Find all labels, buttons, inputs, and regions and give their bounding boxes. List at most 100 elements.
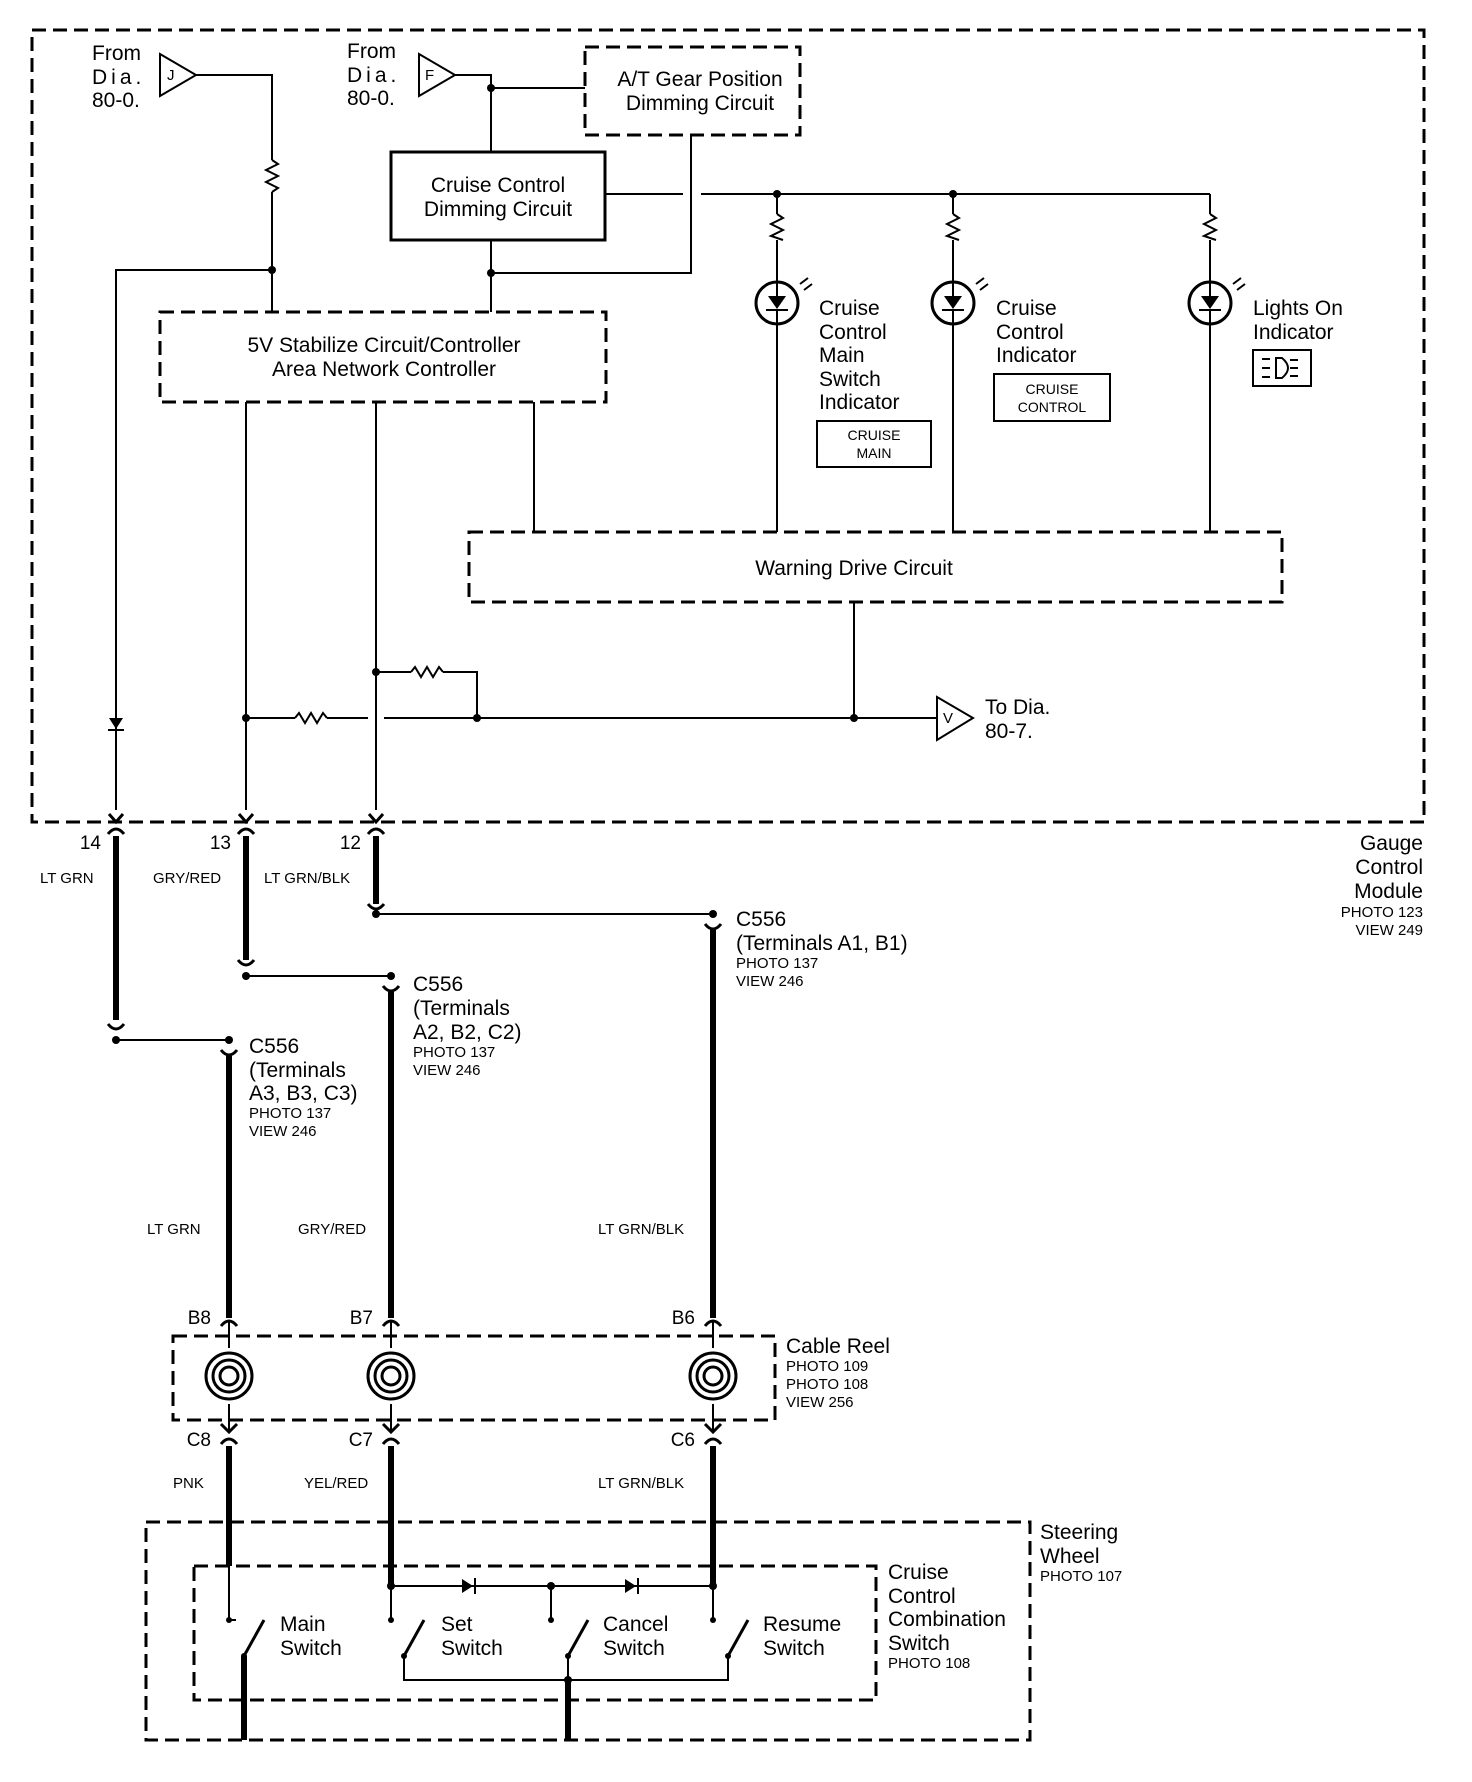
c556-a2-view: VIEW 246 (413, 1062, 481, 1079)
c556-a2-l2: (Terminals (413, 997, 510, 1020)
reel-top-b7: B7 (350, 1308, 373, 1329)
from-j-label-3: 80-0. (92, 89, 140, 112)
c556-a2-photo: PHOTO 137 (413, 1044, 495, 1061)
from-f-label-1: From (347, 40, 396, 63)
resistor-j-icon (263, 159, 281, 193)
main-ind-l3: Main (819, 344, 865, 367)
resume-switch-l2: Switch (763, 1637, 825, 1660)
main-switch-blade-icon (242, 1619, 266, 1657)
from-f-triangle-icon (418, 52, 457, 98)
cruise-ind-l2: Control (996, 321, 1064, 344)
warning-drive-label: Warning Drive Circuit (755, 557, 953, 580)
cancel-switch: Cancel Switch (548, 1613, 668, 1740)
pin-14-color: LT GRN (40, 870, 94, 887)
to-v-label-1: To Dia. (985, 696, 1050, 719)
c556-a1-l2: (Terminals A1, B1) (736, 932, 908, 955)
pin-12-num: 12 (340, 833, 361, 854)
c556-a2-l3: A2, B2, C2) (413, 1021, 522, 1044)
from-f-label-2: Dia. (347, 64, 400, 87)
c556-a1-l1: C556 (736, 908, 786, 931)
cruise-ind-l1: Cruise (996, 297, 1057, 320)
gcm-label-2: Control (1355, 856, 1423, 879)
from-f-label-3: 80-0. (347, 87, 395, 110)
combo-label-1: Cruise (888, 1561, 949, 1584)
cable-reel-block (171, 1334, 777, 1422)
main-badge-l1: CRUISE (848, 427, 901, 443)
pin-14-arrow-icon (107, 813, 125, 825)
low-wire-3: LT GRN/BLK (598, 1475, 684, 1492)
from-dia-j-reference: From Dia. 80-0. J (92, 42, 198, 112)
steering-wheel-block (144, 1520, 1032, 1742)
combo-photo: PHOTO 108 (888, 1655, 970, 1672)
low-wire-2: YEL/RED (304, 1475, 368, 1492)
reel-bot-c8: C8 (187, 1430, 211, 1451)
cruise-control-indicator: Cruise Control Indicator CRUISE CONTROL (930, 194, 1111, 532)
resistor-lights-icon (1201, 213, 1219, 241)
headlight-symbol-icon (1252, 349, 1312, 387)
reel-bot-c6: C6 (671, 1430, 695, 1451)
cruise-dimming-label-2: Dimming Circuit (424, 198, 572, 221)
combo-label-2: Control (888, 1585, 956, 1608)
cruise-main-badge (816, 420, 932, 468)
c556-a3-l2: (Terminals (249, 1059, 346, 1082)
pin-13-color: GRY/RED (153, 870, 221, 887)
diode-set-icon (462, 1579, 473, 1593)
resistor-13-icon (294, 711, 328, 725)
from-j-label-1: From (92, 42, 141, 65)
cancel-switch-blade-icon (566, 1619, 590, 1657)
gcm-label-1: Gauge (1360, 832, 1423, 855)
warning-drive-block (467, 530, 1284, 604)
from-j-label-2: Dia. (92, 66, 145, 89)
mid-wire-1: LT GRN (147, 1221, 201, 1238)
to-v-triangle-icon (936, 695, 975, 742)
combo-label-3: Combination (888, 1608, 1006, 1631)
diode-14-icon (109, 718, 123, 729)
stabilize-label-1: 5V Stabilize Circuit/Controller (247, 334, 520, 357)
main-switch: Main Switch (226, 1613, 342, 1740)
c556-a3-l1: C556 (249, 1035, 299, 1058)
stabilize-can-block (158, 310, 608, 404)
set-switch: Set Switch (388, 1613, 568, 1681)
main-switch-l1: Main (280, 1613, 326, 1636)
resume-switch: Resume Switch (568, 1613, 841, 1681)
c556-a3-l3: A3, B3, C3) (249, 1082, 358, 1105)
main-ind-l4: Switch (819, 368, 881, 391)
pin-12-arrow-icon (367, 813, 385, 825)
cruise-main-indicator: Cruise Control Main Switch Indicator CRU… (754, 194, 932, 532)
from-f-letter: F (425, 67, 434, 84)
diode-resume-icon (625, 1579, 636, 1593)
resume-switch-blade-icon (726, 1619, 750, 1657)
pin-13-num: 13 (210, 833, 231, 854)
from-dia-f-reference: From Dia. 80-0. F (347, 40, 457, 110)
c556-a1-view: VIEW 246 (736, 973, 804, 990)
low-wire-1: PNK (173, 1475, 204, 1492)
c556-a3-view: VIEW 246 (249, 1123, 317, 1140)
cable-reel-title: Cable Reel (786, 1335, 890, 1358)
at-gear-label-2: Dimming Circuit (626, 92, 774, 115)
reel-bot-c7: C7 (349, 1430, 373, 1451)
main-switch-l2: Switch (280, 1637, 342, 1660)
pin-12-color: LT GRN/BLK (264, 870, 350, 887)
mid-wire-2: GRY/RED (298, 1221, 366, 1238)
c556-a1-photo: PHOTO 137 (736, 955, 818, 972)
lights-on-indicator: Lights On Indicator (1187, 194, 1343, 532)
main-badge-l2: MAIN (857, 445, 892, 461)
main-ind-l1: Cruise (819, 297, 880, 320)
reel-coil-1-icon (204, 1322, 254, 1430)
gauge-control-module-border (30, 28, 1426, 824)
steering-label-1: Steering (1040, 1521, 1118, 1544)
gcm-label-3: Module (1354, 880, 1423, 903)
to-v-label-2: 80-7. (985, 720, 1033, 743)
stabilize-label-2: Area Network Controller (272, 358, 496, 381)
c556-a2-l1: C556 (413, 973, 463, 996)
combo-label-4: Switch (888, 1632, 950, 1655)
c556-a3-photo: PHOTO 137 (249, 1105, 331, 1122)
from-j-letter: J (167, 67, 175, 84)
cruise-dimming-label-1: Cruise Control (431, 174, 565, 197)
lights-ind-l1: Lights On (1253, 297, 1343, 320)
steering-label-2: Wheel (1040, 1545, 1100, 1568)
cancel-switch-l1: Cancel (603, 1613, 668, 1636)
reel-coil-3-icon (688, 1322, 738, 1430)
set-switch-blade-icon (402, 1619, 426, 1657)
